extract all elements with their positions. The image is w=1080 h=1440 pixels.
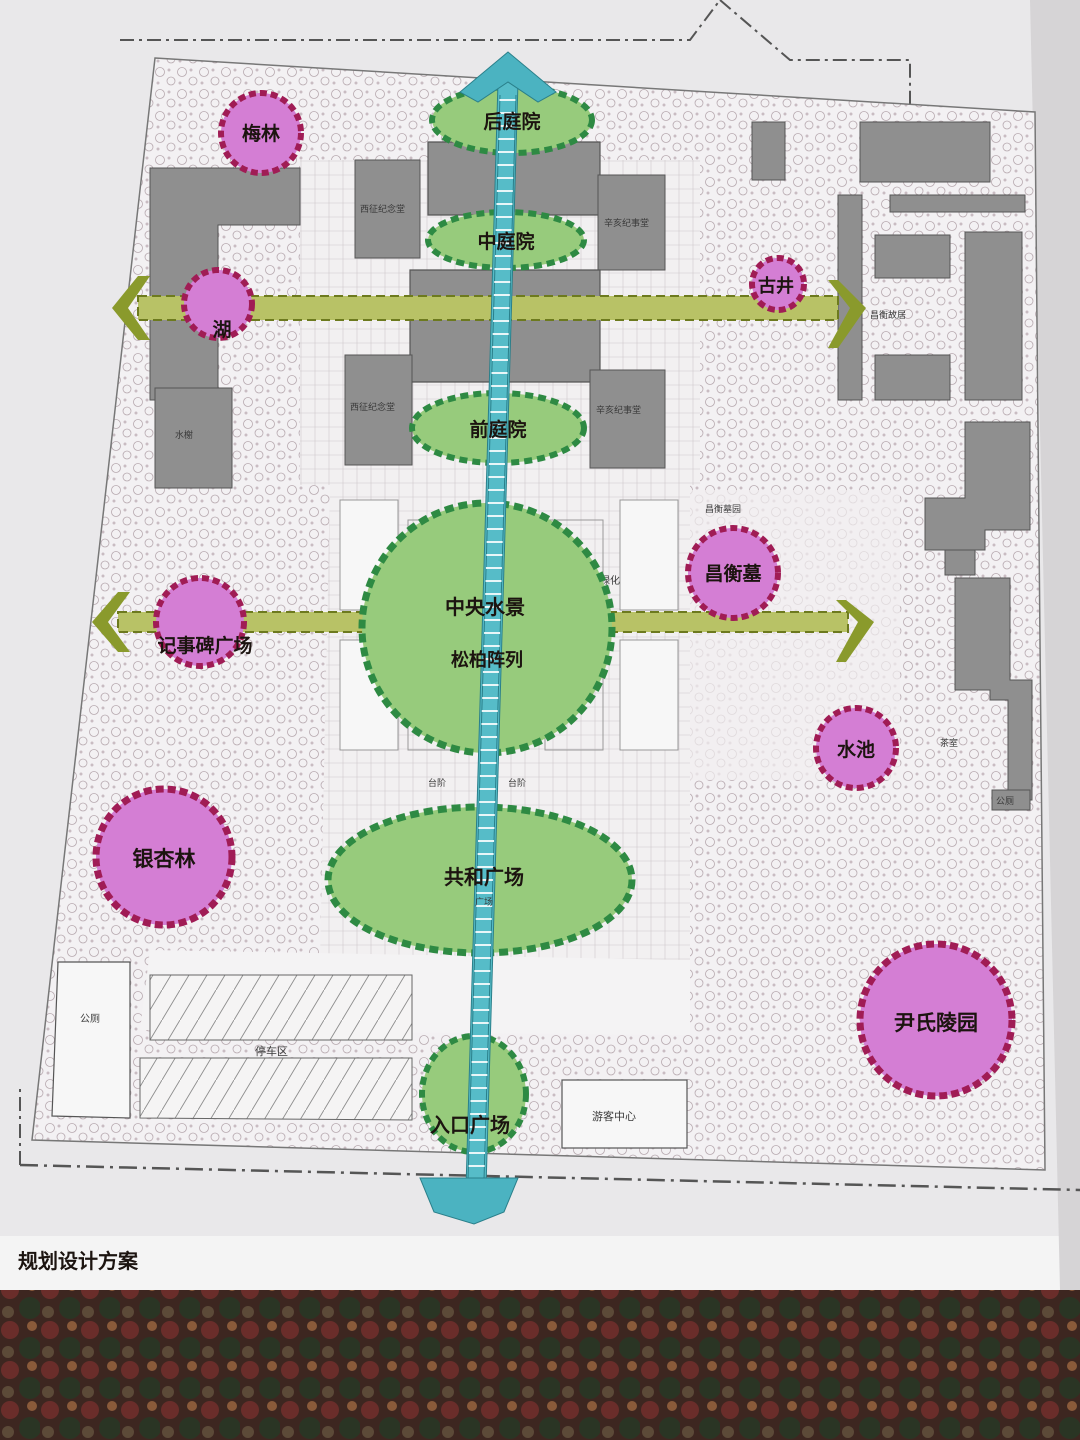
changheng-tomb-label: 昌衡墓 <box>704 562 762 585</box>
tea-house-label: 茶室 <box>940 737 958 749</box>
svg-text:水榭: 水榭 <box>175 429 193 441</box>
north-arrow-icon <box>459 51 557 103</box>
ancient-well-node <box>749 255 807 313</box>
yin-cemetery-node <box>856 940 1016 1100</box>
steps-label-2: 台阶 <box>508 777 526 789</box>
south-arrow-icon <box>419 1177 519 1225</box>
yin-cemetery-label: 尹氏陵园 <box>894 1011 978 1035</box>
changheng-garden-label: 昌衡墓园 <box>705 503 741 515</box>
middle-courtyard-label: 中庭院 <box>477 230 534 253</box>
east-hall-2-label: 辛亥纪事堂 <box>596 404 641 416</box>
west-hall-2-label: 西征纪念堂 <box>350 401 395 413</box>
lake-label: 湖 <box>212 319 231 341</box>
plum-grove-label: 梅林 <box>242 122 280 145</box>
ancient-well-label: 古井 <box>758 275 794 297</box>
site-boundary-top <box>120 0 911 110</box>
stele-plaza-label: 记事碑广场 <box>157 634 252 657</box>
pond-node <box>813 705 899 791</box>
parking-area: 停车区 <box>139 974 413 1121</box>
square-label: 广场 <box>475 896 493 908</box>
site-boundary-bottom <box>19 1163 1080 1192</box>
former-residence-label: 昌衡故居 <box>870 309 906 321</box>
entrance-plaza-label: 入口广场 <box>430 1113 510 1137</box>
east-memorial-hall-label: 辛亥纪事堂 <box>604 217 649 229</box>
steps-label-1: 台阶 <box>428 777 446 789</box>
toilet-left-label: 公厕 <box>80 1013 100 1025</box>
plum-grove-node <box>218 90 304 176</box>
ginkgo-grove-node <box>92 785 236 929</box>
visitor-center: 游客中心 <box>561 1079 688 1149</box>
east-buildings: 昌衡故居 茶室 公厕 <box>751 121 1033 811</box>
front-courtyard-label: 前庭院 <box>469 418 526 441</box>
toilet-left: 公厕 <box>51 961 131 1119</box>
pink-nodes <box>92 90 1016 1100</box>
changheng-tomb-node <box>685 525 781 621</box>
stele-plaza-node <box>153 575 247 669</box>
main-axis <box>419 51 557 1225</box>
lake-node <box>181 267 255 341</box>
rear-courtyard-label: 后庭院 <box>483 110 540 133</box>
west-memorial-hall-label: 西征纪念堂 <box>360 203 405 215</box>
central-water-sublabel: 松柏阵列 <box>451 649 523 671</box>
parking-label: 停车区 <box>255 1044 288 1058</box>
visitor-center-label: 游客中心 <box>592 1109 636 1123</box>
page-caption: 规划设计方案 <box>18 1249 139 1273</box>
pond-label: 水池 <box>837 738 875 761</box>
ginkgo-grove-label: 银杏林 <box>133 847 196 871</box>
republic-plaza-label: 共和广场 <box>444 865 524 889</box>
toilet-right-label: 公厕 <box>996 796 1014 807</box>
central-water-label: 中央水景 <box>445 595 525 619</box>
west-buildings: 水榭 <box>149 167 301 489</box>
